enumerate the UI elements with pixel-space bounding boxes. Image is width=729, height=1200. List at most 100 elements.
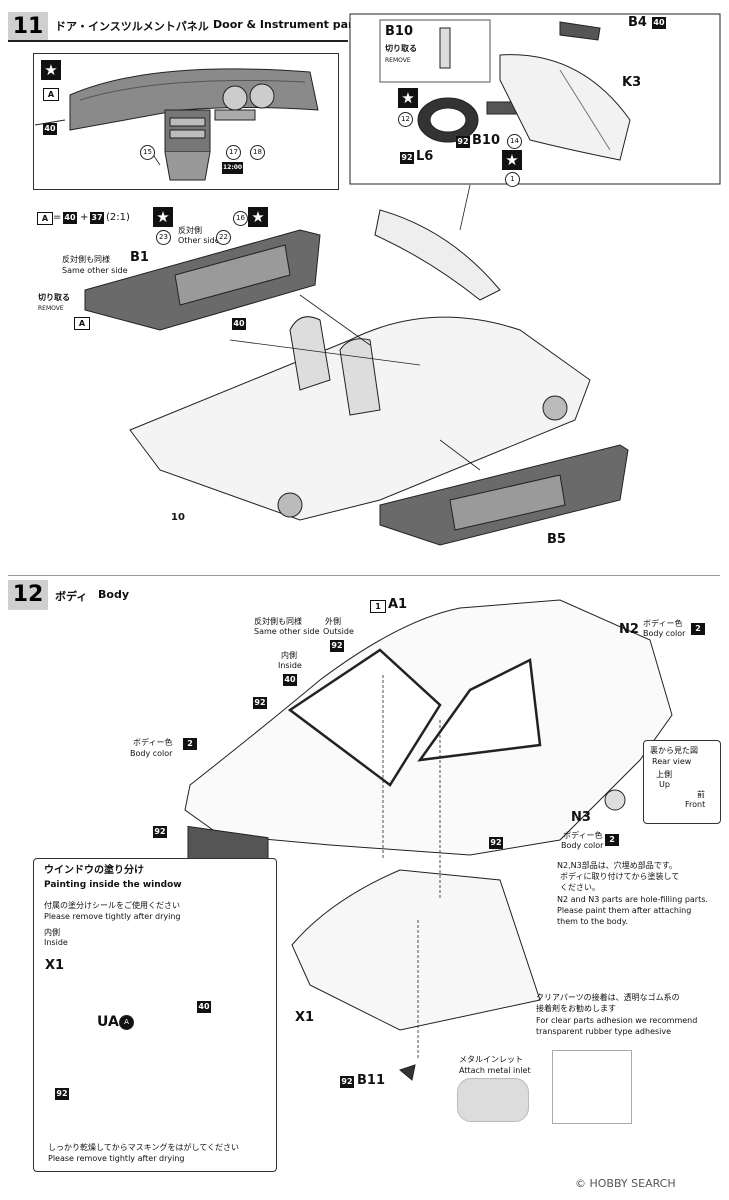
formula-eq: = — [53, 212, 62, 223]
n-note-jp-3: ください。 — [560, 883, 600, 892]
b4-label: B4 — [628, 15, 647, 30]
outside-tag: 92 — [330, 640, 344, 652]
seal-note-en: Please remove tightly after drying — [44, 912, 181, 921]
inside-tag: 40 — [283, 674, 297, 686]
a1-label: A1 — [388, 597, 408, 612]
b10-label: B10 — [385, 24, 413, 39]
same-side-jp: 反対側も同様 — [254, 617, 302, 626]
step-12-number: 12 — [8, 580, 48, 610]
l6-label: L6 — [416, 149, 434, 164]
footer-watermark: © HOBBY SEARCH — [575, 1177, 676, 1190]
rear-view-jp: 裏から見た図 — [650, 746, 698, 755]
other-side-jp: 反対側 — [178, 226, 202, 235]
rear-view-box — [643, 740, 721, 824]
chassis-part-10: 10 — [171, 512, 185, 523]
door-remove-en: REMOVE — [38, 305, 64, 312]
window-tag-40: 40 — [197, 1001, 211, 1013]
metal-inlet-en: Attach metal inlet — [459, 1066, 531, 1075]
window-title-en: Painting inside the window — [44, 880, 182, 890]
window-x1: X1 — [45, 958, 65, 973]
window-ua: UA — [97, 1014, 119, 1030]
tag-92: 92 — [253, 697, 267, 709]
b5-label: B5 — [547, 532, 566, 547]
outside-jp: 外側 — [325, 617, 341, 626]
star-icon: ★ — [41, 60, 61, 80]
ua-mark: A — [119, 1015, 134, 1030]
tag-a: A — [43, 88, 59, 101]
window-title-jp: ウインドウの塗り分け — [44, 865, 144, 876]
tag-92: 92 — [489, 837, 503, 849]
step-11-title-jp: ドア・インスツルメントパネル — [55, 20, 209, 33]
part-22: 22 — [216, 230, 231, 245]
l6-tag: 92 — [400, 152, 414, 164]
door-remove-jp: 切り取る — [38, 293, 70, 302]
part-16: 16 — [233, 211, 248, 226]
part-12: 12 — [398, 112, 413, 127]
n3-body-jp: ボディー色 — [563, 831, 603, 840]
clear-note-en-1: For clear parts adhesion we recommend — [536, 1016, 698, 1025]
clock-decal: 12:00 — [222, 162, 244, 174]
same-side-en: Same other side — [62, 266, 128, 275]
window-painting-box — [33, 858, 277, 1172]
up-jp: 上側 — [656, 770, 672, 779]
mask-note-jp: しっかり乾燥してからマスキングをはがしてください — [48, 1143, 240, 1152]
n2-tag: 2 — [691, 623, 705, 635]
remove-jp: 切り取る — [385, 44, 417, 53]
formula-plus: + — [80, 212, 89, 223]
star-icon: ★ — [502, 150, 522, 170]
clear-note-jp-1: クリアパーツの接着は、透明なゴム系の — [536, 993, 680, 1002]
up-en: Up — [659, 780, 670, 789]
star-icon: ★ — [153, 207, 173, 227]
metal-inlet-jp: メタルインレット — [459, 1055, 523, 1064]
same-side-jp: 反対側も同様 — [62, 255, 110, 264]
star-icon: ★ — [248, 207, 268, 227]
window-inside-en: Inside — [44, 938, 68, 947]
n3-body-en: Body color — [561, 841, 604, 850]
x1-label: X1 — [295, 1010, 315, 1025]
b11-label: B11 — [357, 1073, 385, 1088]
n3-tag: 2 — [605, 834, 619, 846]
clear-note-jp-2: 接着剤をお勧めします — [536, 1004, 616, 1013]
part-15: 15 — [140, 145, 155, 160]
star-icon: ★ — [398, 88, 418, 108]
n-note-jp-2: ボディに取り付けてから塗装して — [560, 872, 680, 881]
formula-a: A — [37, 212, 53, 225]
part-23: 23 — [156, 230, 171, 245]
mask-note-en: Please remove tightly after drying — [48, 1154, 185, 1163]
k3-label: K3 — [622, 75, 642, 90]
window-inside-jp: 内側 — [44, 928, 60, 937]
b10-part-label: B10 — [472, 133, 500, 148]
b4-tag: 40 — [652, 17, 666, 29]
body-color-en: Body color — [130, 749, 173, 758]
rear-view-en: Rear view — [652, 757, 692, 766]
inside-jp: 内側 — [281, 651, 297, 660]
step-11-rule — [8, 40, 348, 42]
formula-37: 37 — [90, 212, 104, 224]
tag-92: 92 — [153, 826, 167, 838]
n3-label: N3 — [571, 810, 591, 825]
n2-label: N2 — [619, 622, 639, 637]
n-note-en-2: Please paint them after attaching — [557, 906, 692, 915]
part-17: 17 — [226, 145, 241, 160]
step-12-title-jp: ボディ — [55, 590, 88, 603]
other-side-en: Other side — [178, 236, 220, 245]
tag-40: 40 — [43, 123, 57, 135]
part-14: 14 — [507, 134, 522, 149]
door-tag-a: A — [74, 317, 90, 330]
b10-tag: 92 — [456, 136, 470, 148]
same-side-en: Same other side — [254, 627, 320, 636]
body-color-tag: 2 — [183, 738, 197, 750]
b1-label: B1 — [130, 250, 149, 265]
metal-inlet-sheet — [552, 1050, 632, 1124]
front-jp: 前 — [697, 790, 705, 799]
part-18: 18 — [250, 145, 265, 160]
clear-note-en-2: transparent rubber type adhesive — [536, 1027, 672, 1036]
metal-inlet-box — [457, 1078, 529, 1122]
seal-note-jp: 付属の塗分けシールをご使用ください — [44, 901, 180, 910]
b11-tag: 92 — [340, 1076, 354, 1088]
formula-40: 40 — [63, 212, 77, 224]
step-12-title-en: Body — [98, 588, 129, 601]
front-en: Front — [685, 800, 706, 809]
remove-en: REMOVE — [385, 57, 411, 64]
step-11-title-en: Door & Instrument panel — [213, 18, 368, 31]
